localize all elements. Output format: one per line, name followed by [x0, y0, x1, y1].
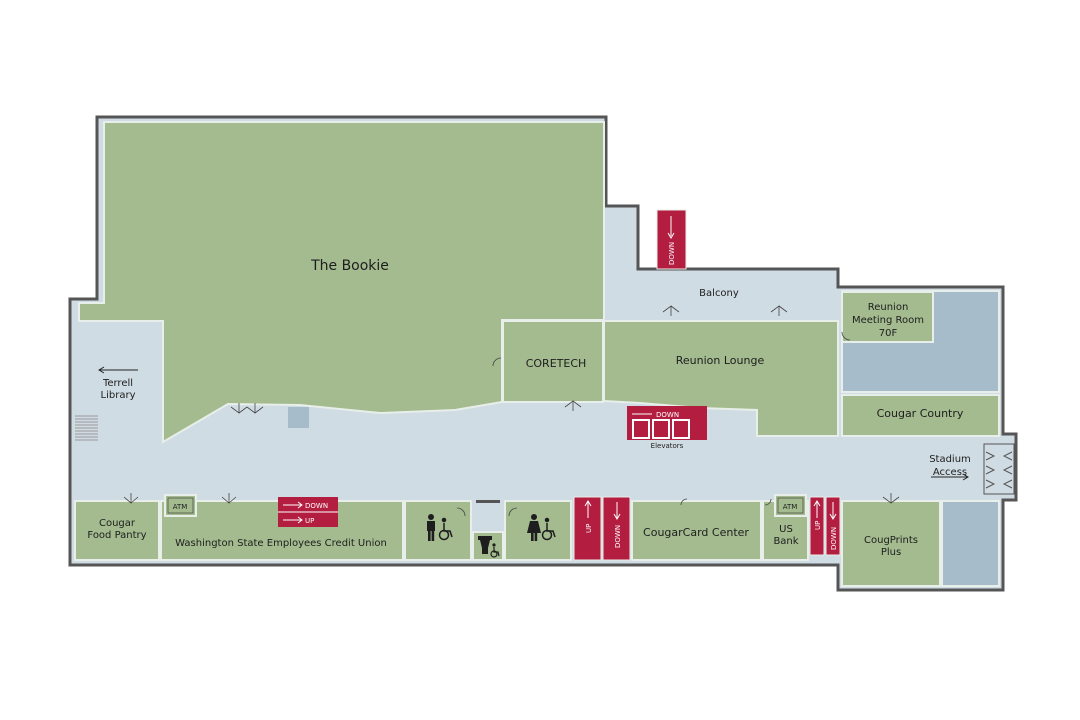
stairs-center-up-label: UP — [585, 524, 593, 533]
label-us-bank-1: US — [779, 524, 793, 535]
label-coretech: CORETECH — [526, 357, 587, 370]
room-cougarcard-center[interactable] — [631, 500, 762, 561]
label-stadium-1: Stadium — [929, 454, 971, 465]
stairs-balcony-down-label: DOWN — [668, 242, 676, 265]
door-icon — [123, 305, 900, 517]
room-cougar-country[interactable] — [841, 394, 1000, 437]
room-cougprints-plus[interactable] — [841, 500, 941, 587]
stairs-east-down-label: DOWN — [830, 527, 838, 550]
elevators-down-label: DOWN — [656, 411, 679, 419]
mens-restroom-icon — [427, 514, 435, 541]
room-reunion-lounge[interactable] — [603, 320, 839, 437]
wheelchair-icon — [541, 517, 556, 541]
room-blue-southeast — [941, 500, 1000, 587]
label-cougarcard: CougarCard Center — [643, 526, 749, 539]
label-reunion-meeting-2: Meeting Room — [852, 315, 924, 326]
atm-label-1: ATM — [173, 503, 188, 511]
room-coretech[interactable] — [502, 320, 604, 403]
stairs-center-down-label: DOWN — [614, 525, 622, 548]
label-reunion-meeting-3: 70F — [879, 328, 898, 339]
stairs-east-down[interactable] — [825, 496, 841, 556]
label-reunion-meeting-1: Reunion — [868, 302, 909, 313]
label-stadium-2: Access — [933, 467, 967, 478]
elevators[interactable] — [627, 406, 707, 440]
column-block — [288, 407, 309, 428]
label-the-bookie: The Bookie — [310, 258, 389, 274]
stairs-balcony-down[interactable] — [656, 209, 687, 270]
family-restroom-icon — [478, 536, 492, 554]
label-cougar-country: Cougar Country — [877, 407, 964, 420]
atm-label-2: ATM — [783, 503, 798, 511]
stairs-east-up[interactable] — [809, 496, 825, 556]
label-cougprints-2: Plus — [881, 547, 901, 558]
label-reunion-lounge: Reunion Lounge — [676, 354, 765, 367]
east-doors[interactable] — [983, 443, 1015, 495]
room-mens-restroom[interactable] — [404, 500, 472, 561]
label-balcony: Balcony — [699, 288, 739, 299]
wheelchair-icon — [438, 517, 453, 541]
atm-us-bank[interactable] — [774, 494, 807, 517]
atm-credit-union[interactable] — [164, 494, 197, 517]
stairs-cu-down-label: DOWN — [305, 502, 328, 510]
west-stairs[interactable] — [75, 415, 98, 441]
label-terrell-2: Library — [101, 390, 136, 401]
stairs-east-up-label: UP — [814, 521, 822, 530]
room-cougar-food-pantry[interactable] — [74, 500, 160, 561]
stairs-cu-up-label: UP — [305, 517, 314, 525]
label-us-bank-2: Bank — [773, 536, 798, 547]
label-cougprints-1: CougPrints — [864, 535, 918, 546]
label-credit-union: Washington State Employees Credit Union — [175, 538, 387, 549]
label-food-pantry-2: Food Pantry — [87, 530, 146, 541]
wheelchair-icon — [490, 543, 500, 558]
label-terrell-1: Terrell — [102, 378, 133, 389]
label-elevators: Elevators — [651, 442, 684, 450]
womens-restroom-icon — [527, 514, 541, 541]
door-icon — [476, 500, 500, 503]
room-reunion-meeting-70f[interactable] — [841, 291, 934, 343]
label-food-pantry-1: Cougar — [99, 518, 136, 529]
